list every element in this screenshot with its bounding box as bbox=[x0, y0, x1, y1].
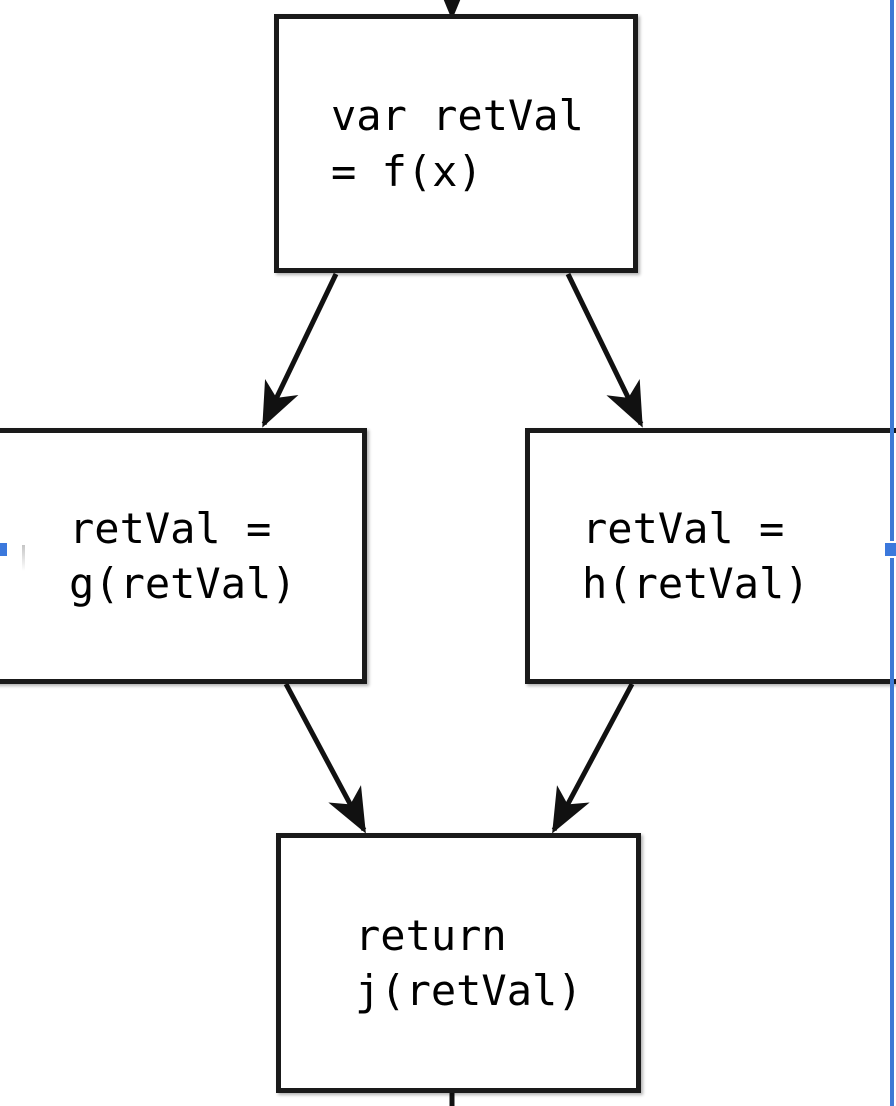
resize-handle-east[interactable] bbox=[883, 541, 896, 558]
clipped-edge-artifact bbox=[22, 545, 25, 571]
edge-h-return bbox=[551, 682, 635, 834]
node-branch-g-label: retVal = g(retVal) bbox=[69, 503, 297, 608]
resize-handle-west[interactable] bbox=[0, 541, 9, 558]
node-join-return[interactable]: return j(retVal) bbox=[276, 833, 641, 1093]
node-join-return-label: return j(retVal) bbox=[355, 910, 583, 1015]
node-entry-assign[interactable]: var retVal = f(x) bbox=[274, 14, 638, 273]
edge-entry-h bbox=[565, 272, 644, 428]
node-branch-g[interactable]: retVal = g(retVal) bbox=[0, 428, 367, 684]
node-branch-h[interactable]: retVal = h(retVal) bbox=[525, 428, 896, 684]
node-entry-assign-label: var retVal = f(x) bbox=[331, 91, 584, 196]
node-branch-h-label: retVal = h(retVal) bbox=[582, 503, 810, 608]
edge-entry-g bbox=[261, 272, 339, 428]
edge-g-return bbox=[283, 682, 367, 834]
